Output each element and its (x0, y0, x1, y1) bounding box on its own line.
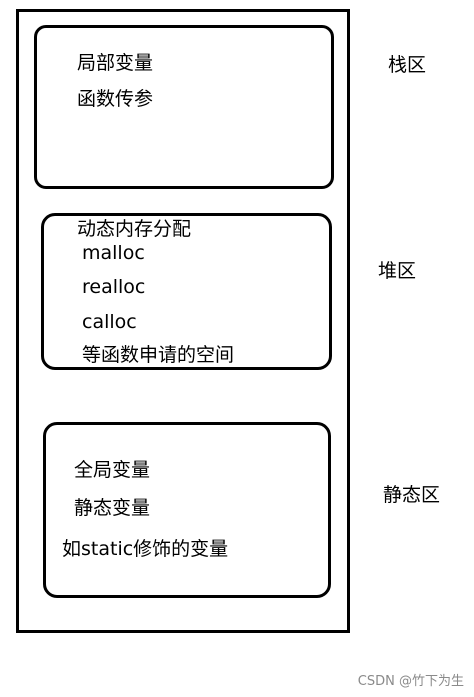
watermark: CSDN @竹下为生 (357, 674, 464, 689)
static-region-label: 静态区 (383, 484, 441, 506)
static-line-static-variables: 静态变量 (74, 497, 151, 519)
stack-region-box (34, 25, 334, 189)
heap-line-dynamic-allocation: 动态内存分配 (77, 218, 192, 240)
static-region-box (43, 422, 331, 598)
stack-line-function-args: 函数传参 (77, 88, 154, 110)
heap-region-box (41, 213, 332, 370)
heap-line-calloc: calloc (82, 311, 137, 333)
stack-region-label: 栈区 (388, 54, 427, 76)
heap-line-allocated-space: 等函数申请的空间 (82, 344, 235, 366)
heap-line-realloc: realloc (82, 276, 146, 298)
static-line-static-modified: 如static修饰的变量 (62, 538, 229, 560)
heap-line-malloc: malloc (82, 242, 145, 264)
heap-region-label: 堆区 (378, 260, 417, 282)
stack-line-local-variables: 局部变量 (77, 52, 154, 74)
memory-layout-outline (16, 9, 350, 633)
static-line-global-variables: 全局变量 (74, 459, 151, 481)
